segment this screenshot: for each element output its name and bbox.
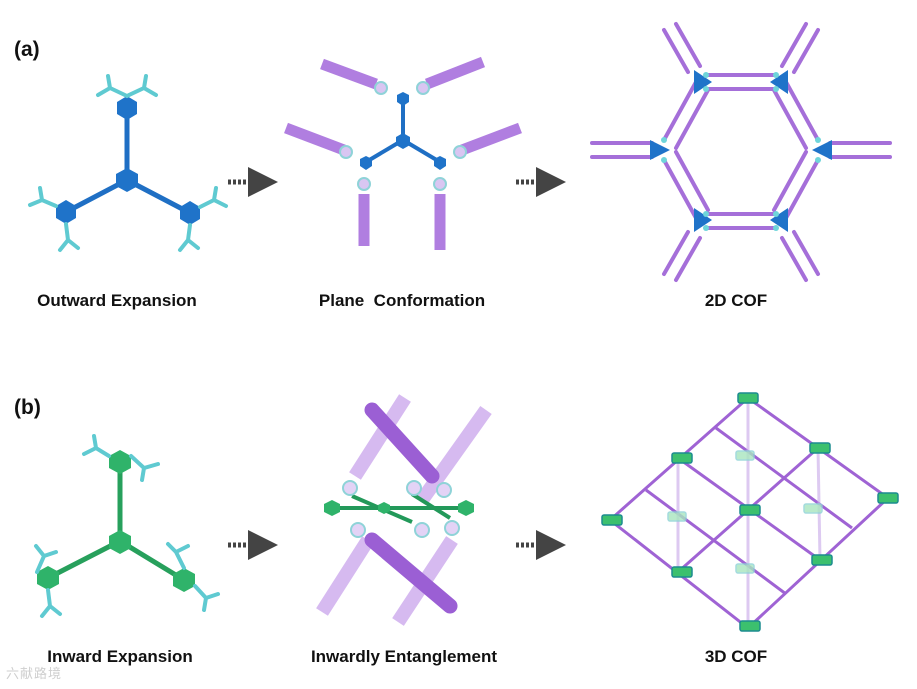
plane-conformation [284, 56, 522, 250]
caption-3d-cof: 3D COF [704, 647, 768, 666]
caption-2d-cof: 2D COF [704, 291, 768, 310]
watermark: 六献路境 [6, 666, 63, 681]
caption-outward-expansion: Outward Expansion [37, 291, 197, 310]
panel-a-tag: (a) [14, 38, 40, 61]
caption-plane-conformation: Plane Conformation [318, 291, 486, 310]
cof-2d-hexagon [590, 22, 892, 282]
cof-3d-lattice [601, 392, 899, 632]
caption-inwardly-entanglement: Inwardly Entanglement [310, 647, 498, 666]
panel-b-tag: (b) [14, 396, 41, 419]
lattice-nodes [601, 392, 899, 632]
outward-monomer [28, 74, 228, 252]
inward-monomer [34, 434, 220, 618]
inwardly-entanglement [316, 394, 492, 626]
caption-inward-expansion: Inward Expansion [47, 647, 193, 666]
